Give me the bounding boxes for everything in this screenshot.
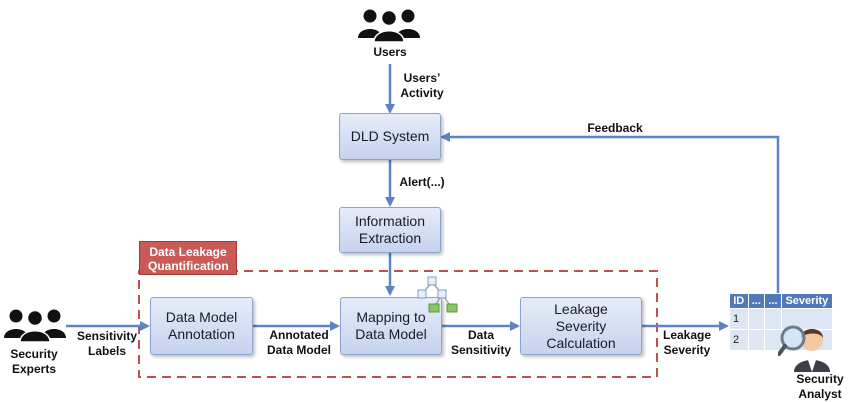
alert-label: Alert(...) bbox=[399, 175, 445, 189]
table-header-cell: ID bbox=[729, 293, 749, 309]
table-cell bbox=[747, 308, 766, 330]
table-cell bbox=[747, 329, 766, 351]
dld-system-box: DLD System bbox=[339, 113, 441, 160]
table-header-cell: ... bbox=[764, 293, 782, 309]
information-extraction-box: Information Extraction bbox=[339, 207, 441, 253]
users-group-icon bbox=[358, 9, 420, 42]
annotated-data-model-label: Annotated Data Model bbox=[266, 328, 331, 357]
severity-table-header: ID ... ... Severity bbox=[729, 293, 834, 309]
security-experts-icon bbox=[4, 309, 66, 342]
table-header-cell: Severity bbox=[780, 293, 834, 309]
data-model-annotation-box: Data Model Annotation bbox=[150, 297, 253, 355]
quantification-group-border bbox=[138, 270, 658, 378]
feedback-label: Feedback bbox=[587, 121, 643, 135]
data-leakage-quantification-tag: Data Leakage Quantification bbox=[139, 241, 237, 275]
mapping-to-data-model-box: Mapping to Data Model bbox=[340, 297, 442, 355]
sensitivity-labels-label: Sensitivity Labels bbox=[76, 329, 138, 358]
arrow-feedback bbox=[440, 132, 780, 293]
data-sensitivity-label: Data Sensitivity bbox=[450, 328, 512, 357]
leakage-severity-calculation-box: Leakage Severity Calculation bbox=[520, 297, 642, 355]
users-activity-label: Users’ Activity bbox=[400, 71, 444, 100]
security-analyst-icon bbox=[778, 325, 830, 372]
table-cell: 2 bbox=[729, 329, 749, 351]
table-cell bbox=[764, 308, 782, 330]
leakage-severity-label: Leakage Severity bbox=[662, 328, 712, 357]
table-row: 1 bbox=[729, 308, 834, 330]
security-experts-label: Security Experts bbox=[10, 347, 58, 376]
users-label: Users bbox=[373, 45, 407, 59]
security-analyst-label: Security Analyst bbox=[796, 372, 844, 401]
data-model-tree-icon bbox=[417, 276, 458, 313]
table-cell: 1 bbox=[729, 308, 749, 330]
table-header-cell: ... bbox=[747, 293, 766, 309]
